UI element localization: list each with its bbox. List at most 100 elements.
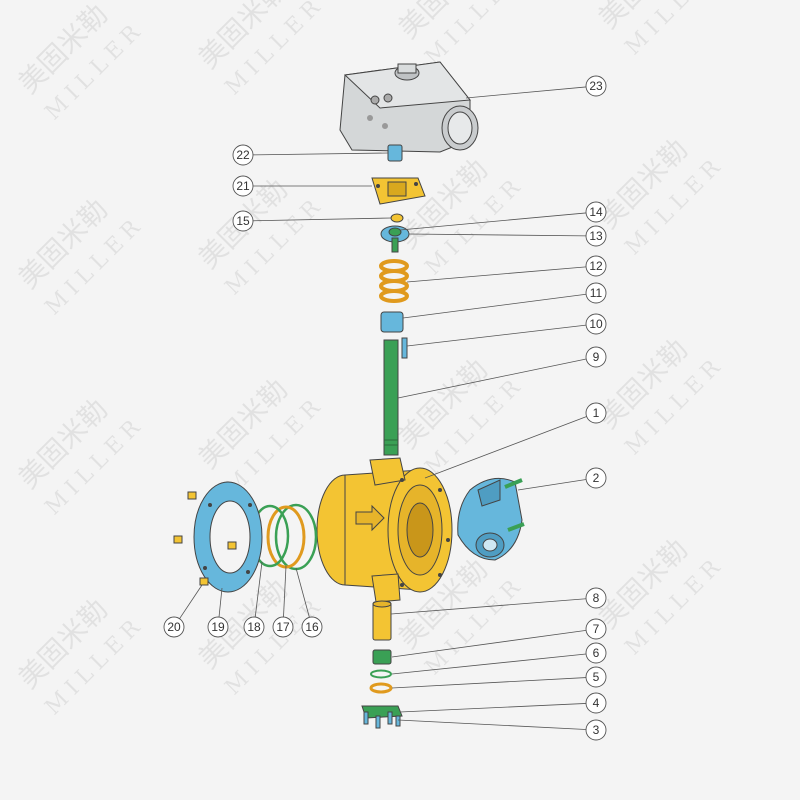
trunnion (372, 600, 392, 641)
callout-label: 4 (593, 696, 600, 710)
callout-part-4: 4 (399, 692, 607, 714)
callout-part-20: 20 (163, 584, 203, 638)
callout-label: 23 (589, 79, 603, 93)
coupling (387, 144, 403, 162)
leader-line (295, 567, 310, 618)
callout-part-19: 19 (207, 587, 229, 638)
callout-bubble (585, 225, 607, 247)
packing-rings (379, 259, 409, 303)
callout-bubble (243, 616, 265, 638)
callout-label: 11 (590, 286, 603, 300)
leader-line (399, 212, 587, 231)
callout-bubble (585, 692, 607, 714)
callout-bubble (585, 255, 607, 277)
leader-line (406, 266, 587, 283)
callout-part-8: 8 (390, 587, 607, 615)
callout-part-1: 1 (424, 402, 607, 479)
callout-label: 18 (247, 620, 261, 634)
leader-line (408, 233, 587, 237)
callout-label: 19 (211, 620, 225, 634)
mounting-bracket (371, 177, 426, 205)
callout-part-15: 15 (232, 210, 392, 232)
callout-bubble (232, 175, 254, 197)
callout-bubble (585, 467, 607, 489)
callout-bubble (232, 144, 254, 166)
callout-bubble (585, 719, 607, 741)
end-flange (193, 481, 263, 593)
callout-label: 10 (589, 317, 603, 331)
bushing (380, 311, 404, 333)
leader-line (406, 324, 587, 347)
callout-label: 14 (589, 205, 603, 219)
key (401, 337, 408, 359)
callout-part-13: 13 (408, 225, 607, 247)
callout-part-14: 14 (399, 201, 607, 231)
leader-line (391, 629, 587, 658)
leader-line (517, 479, 587, 491)
callout-part-10: 10 (406, 313, 607, 347)
callout-label: 8 (593, 591, 600, 605)
bottom-bolts (363, 711, 401, 729)
callout-label: 16 (305, 620, 319, 634)
callout-part-21: 21 (232, 175, 372, 197)
callout-bubble (585, 313, 607, 335)
callout-part-16: 16 (295, 567, 323, 638)
callout-label: 21 (236, 179, 250, 193)
callout-part-2: 2 (517, 467, 607, 491)
callout-bubble (585, 75, 607, 97)
callout-bubble (232, 210, 254, 232)
callout-bubble (585, 587, 607, 609)
callout-bubble (585, 402, 607, 424)
leader-line (179, 584, 203, 619)
callout-bubble (585, 282, 607, 304)
callout-part-17: 17 (272, 565, 294, 638)
stem (383, 339, 399, 456)
callout-bubble (163, 616, 185, 638)
leader-line (399, 703, 587, 713)
callout-bubble (585, 666, 607, 688)
callout-label: 5 (593, 670, 600, 684)
callout-bubble (585, 201, 607, 223)
callout-part-6: 6 (391, 642, 607, 675)
leader-line (254, 561, 263, 618)
valve-body (316, 457, 453, 603)
leader-line (465, 86, 587, 99)
callout-label: 15 (236, 214, 250, 228)
callout-label: 9 (593, 350, 600, 364)
callout-bubble (585, 642, 607, 664)
callout-label: 12 (589, 259, 603, 273)
leader-line (252, 152, 389, 156)
callout-label: 13 (589, 229, 603, 243)
leader-line (252, 217, 392, 222)
callout-part-22: 22 (232, 144, 389, 166)
callout-label: 20 (167, 620, 181, 634)
callout-part-11: 11 (402, 282, 607, 319)
bottom-rings (369, 669, 393, 694)
callout-bubble (585, 618, 607, 640)
callout-part-7: 7 (391, 618, 607, 658)
leader-line (218, 587, 223, 618)
callout-part-18: 18 (243, 561, 265, 638)
flange-bolts (173, 491, 237, 586)
leader-line (397, 719, 587, 730)
leader-line (391, 677, 587, 689)
callout-label: 17 (276, 620, 290, 634)
callout-part-9: 9 (397, 346, 607, 399)
callout-part-3: 3 (397, 719, 607, 741)
callout-bubble (585, 346, 607, 368)
callout-label: 1 (593, 406, 600, 420)
callout-label: 2 (593, 471, 600, 485)
leader-line (283, 565, 287, 618)
callout-part-12: 12 (406, 255, 607, 283)
leader-line (397, 358, 587, 399)
callout-label: 6 (593, 646, 600, 660)
callout-bubble (207, 616, 229, 638)
leader-line (424, 416, 587, 479)
callout-bubble (272, 616, 294, 638)
callout-part-23: 23 (465, 75, 607, 99)
callout-bubble (301, 616, 323, 638)
actuator (339, 61, 479, 153)
